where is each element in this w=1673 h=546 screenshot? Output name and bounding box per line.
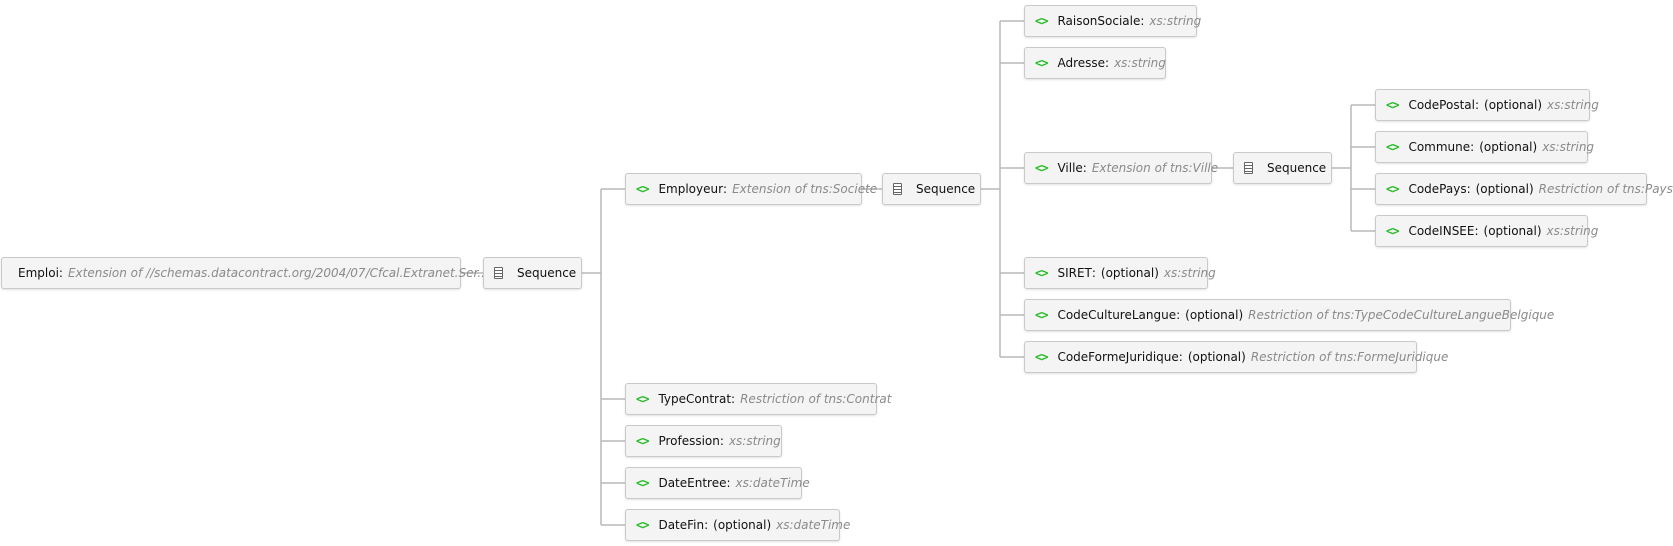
- root-type-name: Emploi: [18, 266, 59, 280]
- element-colon: :: [1176, 308, 1181, 322]
- element-icon: <>: [636, 434, 649, 448]
- element-colon: :: [723, 182, 728, 196]
- element-optional: (optional): [1187, 350, 1246, 364]
- element-siret[interactable]: <> SIRET : (optional) xs:string: [1024, 257, 1216, 289]
- element-name: Ville: [1057, 161, 1083, 175]
- element-profession[interactable]: <> Profession : xs:string: [625, 425, 782, 457]
- element-name: DateEntree: [658, 476, 727, 490]
- sequence-main[interactable]: Sequence: [483, 257, 582, 289]
- sequence-ville[interactable]: Sequence: [1233, 152, 1332, 184]
- element-name: TypeContrat: [658, 392, 732, 406]
- element-colon: :: [1140, 14, 1145, 28]
- element-colon: :: [1474, 224, 1479, 238]
- sequence-main-label: Sequence: [517, 266, 577, 280]
- root-type-colon: :: [58, 266, 63, 280]
- element-icon: <>: [636, 518, 649, 532]
- element-colon: :: [1082, 161, 1087, 175]
- element-name: Adresse: [1057, 56, 1106, 70]
- element-icon: <>: [636, 476, 649, 490]
- element-type: xs:string: [1163, 266, 1216, 280]
- element-type: xs:string: [1114, 56, 1166, 70]
- element-type: Restriction of tns:Contrat: [740, 392, 892, 406]
- element-name: CodeCultureLangue: [1057, 308, 1177, 322]
- element-codeculturelangue[interactable]: <> CodeCultureLangue : (optional) Restri…: [1024, 299, 1554, 331]
- element-name: CodePostal: [1408, 98, 1475, 112]
- element-icon: <>: [1386, 224, 1399, 238]
- element-type: Restriction of tns:Pays: [1538, 182, 1673, 196]
- root-type-emploi[interactable]: Emploi : Extension of //schemas.datacont…: [1, 257, 489, 289]
- element-name: DateFin: [658, 518, 705, 532]
- element-colon: :: [731, 392, 736, 406]
- element-optional: (optional): [713, 518, 772, 532]
- element-colon: :: [1470, 140, 1475, 154]
- element-icon: <>: [1035, 308, 1048, 322]
- element-icon: <>: [1386, 98, 1399, 112]
- element-name: RaisonSociale: [1057, 14, 1141, 28]
- element-codepostal[interactable]: <> CodePostal : (optional) xs:string: [1375, 89, 1599, 121]
- sequence-icon: [494, 267, 503, 279]
- element-colon: :: [726, 476, 731, 490]
- element-name: SIRET: [1057, 266, 1092, 280]
- element-icon: <>: [636, 392, 649, 406]
- element-icon: <>: [1035, 266, 1048, 280]
- sequence-employeur-label: Sequence: [916, 182, 976, 196]
- element-icon: <>: [1035, 14, 1048, 28]
- element-icon: <>: [1386, 182, 1399, 196]
- element-codeformejuridique[interactable]: <> CodeFormeJuridique : (optional) Restr…: [1024, 341, 1448, 373]
- element-colon: :: [1466, 182, 1471, 196]
- element-icon: <>: [1035, 56, 1048, 70]
- element-commune[interactable]: <> Commune : (optional) xs:string: [1375, 131, 1594, 163]
- element-type: Restriction of tns:FormeJuridique: [1250, 350, 1449, 364]
- element-colon: :: [1178, 350, 1183, 364]
- element-name: CodeINSEE: [1408, 224, 1475, 238]
- element-optional: (optional): [1484, 98, 1543, 112]
- element-icon: <>: [1035, 350, 1048, 364]
- sequence-ville-label: Sequence: [1267, 161, 1327, 175]
- element-optional: (optional): [1100, 266, 1159, 280]
- sequence-employeur[interactable]: Sequence: [882, 173, 981, 205]
- element-name: CodePays: [1408, 182, 1467, 196]
- element-name: Commune: [1408, 140, 1471, 154]
- element-adresse[interactable]: <> Adresse : xs:string: [1024, 47, 1166, 79]
- element-optional: (optional): [1475, 182, 1534, 196]
- root-type-base: Extension of //schemas.datacontract.org/…: [67, 266, 489, 280]
- element-icon: <>: [1035, 161, 1048, 175]
- element-type: xs:string: [1547, 98, 1599, 112]
- element-name: CodeFormeJuridique: [1057, 350, 1179, 364]
- element-raisonsociale[interactable]: <> RaisonSociale : xs:string: [1024, 5, 1201, 37]
- element-optional: (optional): [1185, 308, 1244, 322]
- element-optional: (optional): [1483, 224, 1542, 238]
- element-dateentree[interactable]: <> DateEntree : xs:dateTime: [625, 467, 810, 499]
- element-datefin[interactable]: <> DateFin : (optional) xs:dateTime: [625, 509, 850, 541]
- element-colon: :: [1474, 98, 1480, 112]
- element-typecontrat[interactable]: <> TypeContrat : Restriction of tns:Cont…: [625, 383, 891, 415]
- element-colon: :: [1091, 266, 1096, 280]
- element-type: Restriction of tns:TypeCodeCultureLangue…: [1248, 308, 1555, 322]
- element-type: xs:string: [1542, 140, 1595, 154]
- element-ville[interactable]: <> Ville : Extension of tns:Ville: [1024, 152, 1218, 184]
- element-codeinsee[interactable]: <> CodeINSEE : (optional) xs:string: [1375, 215, 1598, 247]
- element-employeur[interactable]: <> Employeur : Extension of tns:Societe: [625, 173, 877, 205]
- element-name: Profession: [658, 434, 720, 448]
- element-type: xs:string: [728, 434, 781, 448]
- element-type: Extension of tns:Ville: [1091, 161, 1219, 175]
- element-icon: <>: [636, 182, 649, 196]
- element-colon: :: [704, 518, 709, 532]
- sequence-icon: [893, 183, 902, 195]
- element-codepays[interactable]: <> CodePays : (optional) Restriction of …: [1375, 173, 1673, 205]
- element-icon: <>: [1386, 140, 1399, 154]
- element-type: Extension of tns:Societe: [732, 182, 878, 196]
- element-optional: (optional): [1479, 140, 1538, 154]
- element-name: Employeur: [658, 182, 724, 196]
- element-colon: :: [719, 434, 724, 448]
- element-type: xs:dateTime: [776, 518, 851, 532]
- element-type: xs:string: [1546, 224, 1599, 238]
- element-type: xs:dateTime: [735, 476, 810, 490]
- sequence-icon: [1244, 162, 1253, 174]
- element-type: xs:string: [1149, 14, 1202, 28]
- element-colon: :: [1105, 56, 1110, 70]
